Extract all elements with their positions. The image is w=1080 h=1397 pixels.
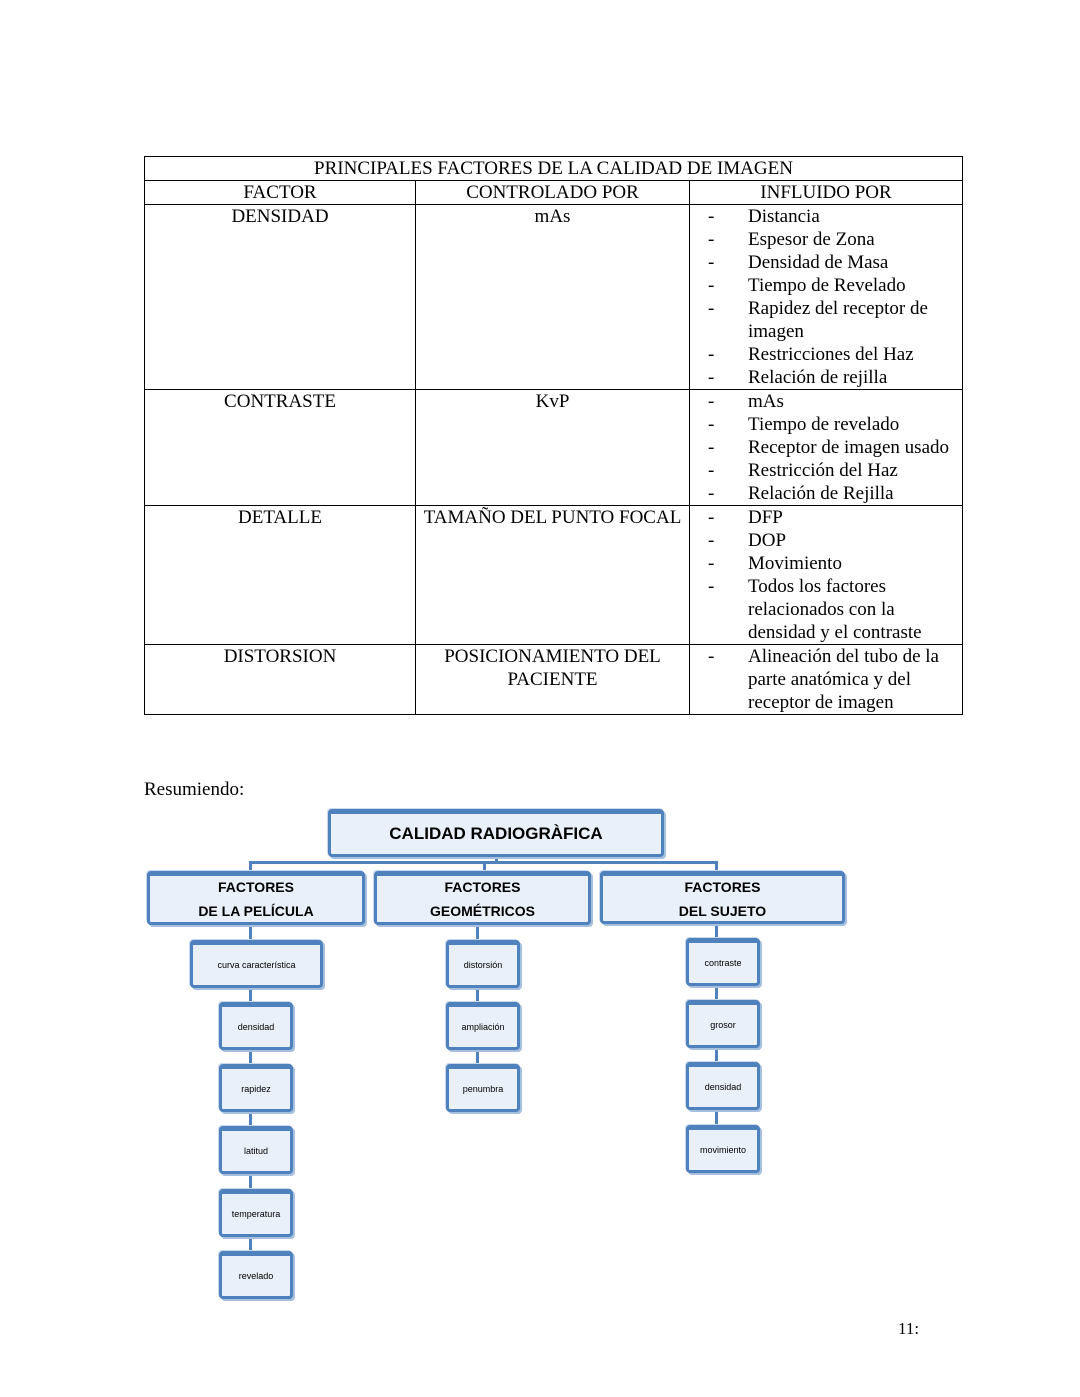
list-item: Distancia (690, 205, 958, 228)
diagram-item-box: ampliación (446, 1002, 520, 1050)
diagram-item-box: distorsión (446, 940, 520, 988)
table-row: DISTORSION POSICIONAMIENTO DEL PACIENTE … (144, 644, 963, 715)
list-item: Tiempo de Revelado (690, 274, 958, 297)
category-film-factors-box: FACTORES DE LA PELÍCULA (147, 871, 365, 925)
category-subject-factors-box: FACTORES DEL SUJETO (600, 871, 845, 924)
factor-cell: DISTORSION (144, 644, 416, 715)
list-item: Restricciones del Haz (690, 343, 958, 366)
diagram-item-box: curva característica (190, 940, 323, 988)
diagram-item-label: distorsión (463, 960, 503, 970)
diagram-item-label: curva característica (217, 960, 296, 970)
connector-root-stem (495, 854, 498, 863)
list-item: Densidad de Masa (690, 251, 958, 274)
connector-cat-1-drop (249, 861, 252, 872)
diagram-item-label: densidad (704, 1082, 742, 1092)
diagram-root-label: CALIDAD RADIOGRÀFICA (389, 824, 603, 843)
quality-factors-table: PRINCIPALES FACTORES DE LA CALIDAD DE IM… (144, 156, 963, 715)
influence-list: mAs Tiempo de revelado Receptor de image… (690, 390, 958, 505)
list-item: Movimiento (690, 552, 958, 575)
influence-list: DFP DOP Movimiento Todos los factores re… (690, 506, 958, 644)
diagram-item-box: contraste (686, 938, 760, 986)
diagram-item-label: movimiento (699, 1145, 746, 1155)
diagram-item-label: ampliación (461, 1022, 505, 1032)
table-title-row: PRINCIPALES FACTORES DE LA CALIDAD DE IM… (144, 156, 963, 181)
page-number: 11: (898, 1319, 920, 1338)
diagram-item-label: rapidez (241, 1084, 271, 1094)
controlled-by-cell: TAMAÑO DEL PUNTO FOCAL (415, 505, 690, 645)
category-label-line1: FACTORES (684, 878, 761, 895)
list-item: Todos los factores relacionados con la d… (690, 575, 958, 644)
influenced-by-cell: Alineación del tubo de la parte anatómic… (689, 644, 963, 715)
diagram-item-label: revelado (238, 1271, 274, 1281)
table-title: PRINCIPALES FACTORES DE LA CALIDAD DE IM… (144, 156, 963, 181)
table-row: DETALLE TAMAÑO DEL PUNTO FOCAL DFP DOP M… (144, 505, 963, 645)
diagram-item-box: grosor (686, 1000, 760, 1048)
diagram-item-box: temperatura (219, 1189, 293, 1237)
list-item: Tiempo de revelado (690, 413, 958, 436)
diagram-root-box: CALIDAD RADIOGRÀFICA (328, 809, 664, 857)
diagram-item-box: rapidez (219, 1064, 293, 1112)
diagram-item-box: revelado (219, 1251, 293, 1299)
diagram-item-box: latitud (219, 1126, 293, 1174)
table-row: DENSIDAD mAs Distancia Espesor de Zona D… (144, 204, 963, 390)
diagram-item-box: densidad (686, 1062, 760, 1110)
influence-list: Alineación del tubo de la parte anatómic… (690, 645, 958, 714)
connector-cat-3-drop (715, 861, 718, 872)
list-item: Receptor de imagen usado (690, 436, 958, 459)
list-item: Alineación del tubo de la parte anatómic… (690, 645, 958, 714)
table-row: CONTRASTE KvP mAs Tiempo de revelado Rec… (144, 389, 963, 506)
list-item: Espesor de Zona (690, 228, 958, 251)
diagram-item-box: movimiento (686, 1125, 760, 1173)
list-item: mAs (690, 390, 958, 413)
list-item: Restricción del Haz (690, 459, 958, 482)
category-label-line2: DE LA PELÍCULA (198, 903, 314, 919)
list-item: Relación de Rejilla (690, 482, 958, 505)
connector-cat-2-drop (483, 861, 486, 872)
controlled-by-cell: POSICIONAMIENTO DEL PACIENTE (415, 644, 690, 715)
diagram-item-box: penumbra (446, 1064, 520, 1112)
diagram-item-label: densidad (237, 1022, 275, 1032)
category-geometric-factors-box: FACTORES GEOMÉTRICOS (374, 871, 591, 925)
category-label-line2: DEL SUJETO (678, 902, 767, 919)
influenced-by-cell: Distancia Espesor de Zona Densidad de Ma… (689, 204, 963, 390)
list-item: DOP (690, 529, 958, 552)
influenced-by-cell: mAs Tiempo de revelado Receptor de image… (689, 389, 963, 506)
header-influenced-by: INFLUIDO POR (689, 180, 963, 205)
category-label-line1: FACTORES (444, 879, 521, 895)
diagram-item-label: grosor (710, 1020, 736, 1030)
table-header-row: FACTOR CONTROLADO POR INFLUIDO POR (144, 180, 963, 205)
summary-label: Resumiendo: (144, 779, 245, 800)
influenced-by-cell: DFP DOP Movimiento Todos los factores re… (689, 505, 963, 645)
influence-list: Distancia Espesor de Zona Densidad de Ma… (690, 205, 958, 389)
factor-cell: CONTRASTE (144, 389, 416, 506)
category-label-line1: FACTORES (218, 879, 294, 895)
factor-cell: DETALLE (144, 505, 416, 645)
connector-column-2 (476, 922, 479, 1068)
list-item: DFP (690, 506, 958, 529)
list-item: Rapidez del receptor de imagen (690, 297, 958, 343)
list-item: Relación de rejilla (690, 366, 958, 389)
diagram-item-label: penumbra (462, 1084, 504, 1094)
diagram-item-box: densidad (219, 1002, 293, 1050)
controlled-by-cell: KvP (415, 389, 690, 506)
diagram-item-label: contraste (704, 958, 742, 968)
diagram-item-label: temperatura (231, 1209, 281, 1219)
header-factor: FACTOR (144, 180, 416, 205)
diagram-item-label: latitud (243, 1146, 269, 1156)
category-label-line2: GEOMÉTRICOS (429, 903, 535, 919)
